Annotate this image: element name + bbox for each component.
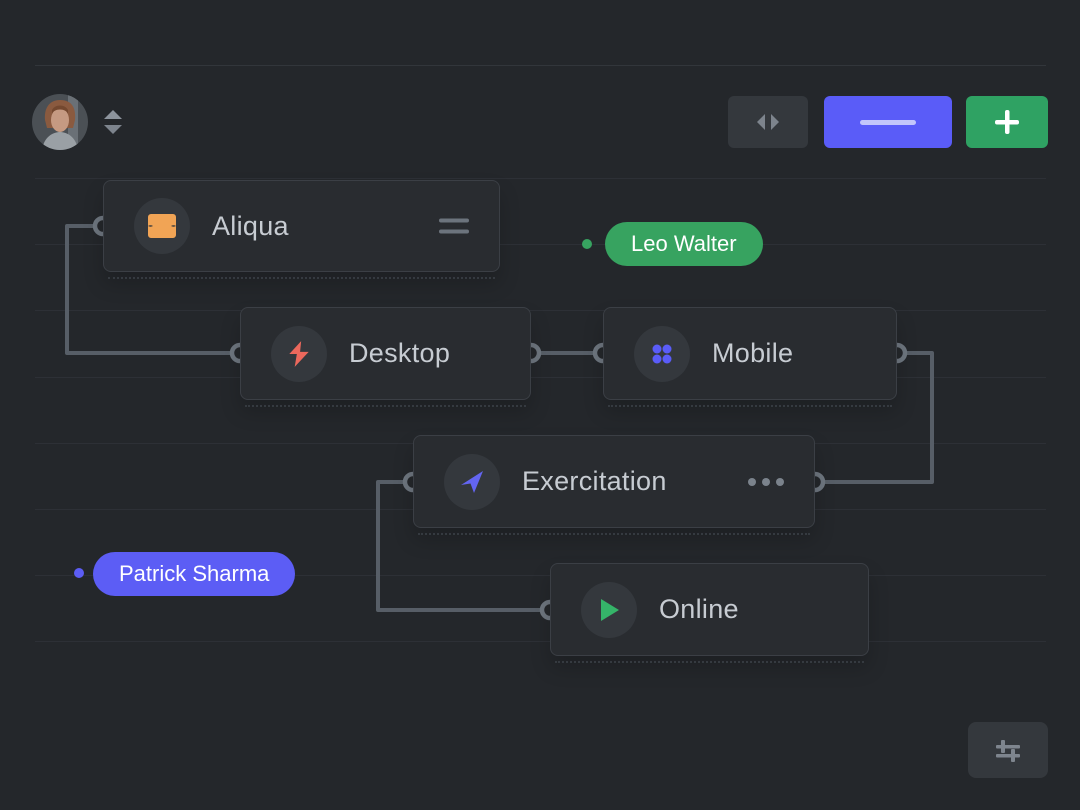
add-button[interactable] bbox=[966, 96, 1048, 148]
lightning-icon bbox=[271, 325, 327, 382]
badge-dot-purple bbox=[74, 568, 84, 578]
node-aliqua[interactable]: Aliqua bbox=[103, 180, 500, 279]
play-icon bbox=[581, 581, 637, 638]
avatar-image bbox=[32, 94, 88, 150]
node-exercitation[interactable]: Exercitation bbox=[413, 435, 815, 535]
badge-label: Leo Walter bbox=[631, 231, 737, 256]
sliders-icon bbox=[996, 740, 1020, 762]
plus-icon bbox=[995, 110, 1019, 134]
node-label: Mobile bbox=[712, 338, 794, 368]
badge-dot-green bbox=[582, 239, 592, 249]
gridline bbox=[35, 641, 1046, 642]
hamburger-icon[interactable] bbox=[439, 218, 469, 234]
node-label: Desktop bbox=[349, 338, 451, 368]
node-label: Aliqua bbox=[212, 210, 289, 241]
gridline bbox=[35, 310, 1046, 311]
badge-patrick-sharma[interactable]: Patrick Sharma bbox=[93, 552, 296, 596]
gridline bbox=[35, 178, 1046, 179]
left-right-arrows-icon bbox=[757, 114, 779, 130]
node-label: Exercitation bbox=[522, 466, 667, 496]
node-desktop[interactable]: Desktop bbox=[240, 307, 531, 407]
ticket-icon bbox=[134, 198, 190, 254]
gridline bbox=[35, 244, 1046, 245]
swap-button[interactable] bbox=[728, 96, 808, 148]
primary-action-button[interactable] bbox=[824, 96, 952, 148]
settings-button[interactable] bbox=[968, 722, 1048, 778]
badge-leo-walter[interactable]: Leo Walter bbox=[605, 222, 763, 266]
gridline bbox=[35, 377, 1046, 378]
badge-label: Patrick Sharma bbox=[119, 561, 270, 586]
send-arrow-icon bbox=[444, 453, 500, 510]
up-down-sort-icon[interactable] bbox=[100, 107, 126, 137]
node-label: Online bbox=[659, 594, 739, 624]
user-avatar[interactable] bbox=[32, 94, 88, 150]
ellipsis-icon[interactable] bbox=[748, 477, 784, 486]
node-mobile[interactable]: Mobile bbox=[603, 307, 897, 407]
dash-icon bbox=[860, 119, 916, 125]
node-online[interactable]: Online bbox=[550, 563, 869, 663]
dots-grid-icon bbox=[634, 325, 690, 382]
header-divider bbox=[35, 65, 1046, 66]
